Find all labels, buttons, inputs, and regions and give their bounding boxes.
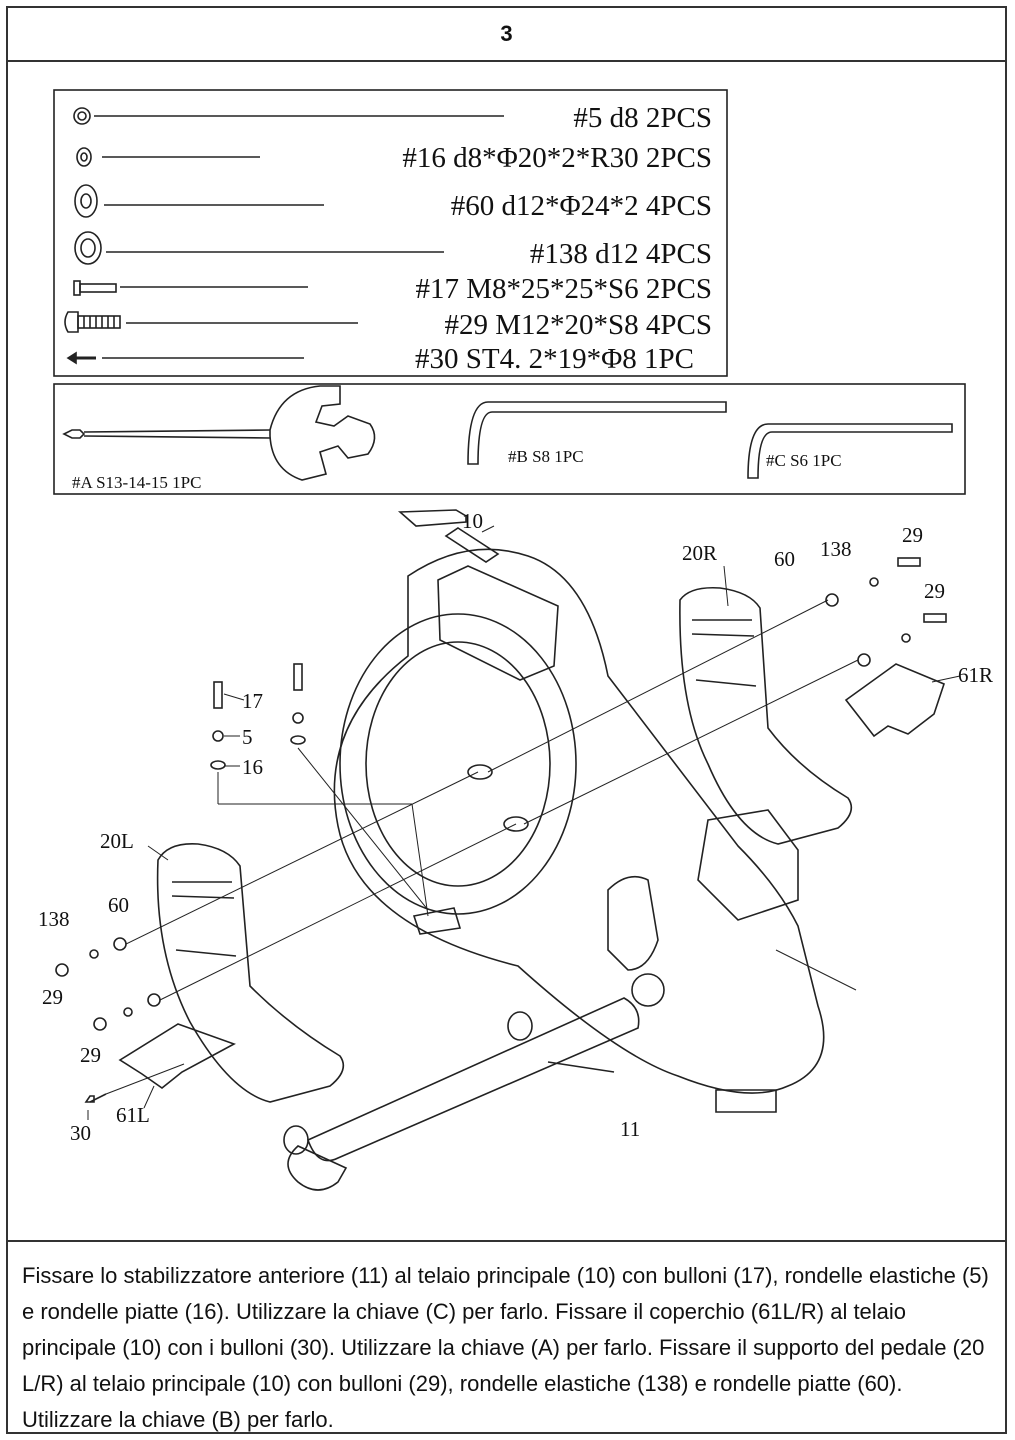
parts-list-item: #16 d8*Φ20*2*R30 2PCS [402, 142, 712, 174]
combination-wrench-icon [62, 385, 376, 481]
callout-20r: 20R [682, 541, 717, 565]
allen-key-s6-icon [747, 423, 953, 479]
callout-11: 11 [620, 1117, 640, 1141]
instructions-text: Fissare lo stabilizzatore anteriore (11)… [22, 1263, 989, 1432]
parts-list-item: #138 d12 4PCS [530, 238, 712, 270]
parts-list-item: #30 ST4. 2*19*Φ8 1PC [415, 343, 694, 375]
parts-list-item: #29 M12*20*S8 4PCS [444, 309, 712, 341]
pedal-left-drawing [156, 843, 345, 1103]
tools-box [53, 383, 966, 495]
hardware-left-upper [210, 663, 306, 770]
pedal-right-drawing [679, 586, 853, 845]
callout-138: 138 [38, 907, 70, 931]
ring-washer-icon [74, 231, 102, 265]
callout-138: 138 [820, 537, 852, 561]
spring-washer-icon [73, 107, 91, 125]
callout-29: 29 [902, 523, 923, 547]
callout-61r: 61R [958, 663, 993, 687]
callout-60: 60 [108, 893, 129, 917]
instructions-panel: Fissare lo stabilizzatore anteriore (11)… [8, 1240, 1005, 1436]
parts-list-item: #60 d12*Φ24*2 4PCS [451, 190, 712, 222]
cover-right-drawing [844, 663, 945, 738]
callout-29: 29 [80, 1043, 101, 1067]
callout-10: 10 [462, 509, 483, 533]
bolt-m12-icon [64, 311, 121, 333]
allen-key-s8-icon [467, 401, 727, 465]
callout-61l: 61L [116, 1103, 150, 1127]
assembly-diagram: #5 d8 2PCS #16 d8*Φ20*2*R30 2PCS #60 d12… [38, 89, 993, 1191]
cover-left-drawing [118, 1023, 236, 1089]
front-stabilizer-drawing [283, 997, 640, 1191]
parts-list-box [53, 89, 728, 377]
callout-29: 29 [42, 985, 63, 1009]
parts-list-item: #5 d8 2PCS [573, 102, 712, 134]
callout-5: 5 [242, 725, 253, 749]
callout-60: 60 [774, 547, 795, 571]
instruction-page: 3 [6, 6, 1007, 1434]
screw-icon [66, 351, 96, 365]
callout-17: 17 [242, 689, 263, 713]
hardware-left [55, 937, 161, 1103]
callout-30: 30 [70, 1121, 91, 1145]
assembly-drawing: #5 d8 2PCS #16 d8*Φ20*2*R30 2PCS #60 d12… [8, 60, 1005, 1240]
bolt-m8-icon [73, 280, 117, 296]
tool-label-a: #A S13-14-15 1PC [72, 473, 201, 492]
flat-washer-icon [76, 147, 92, 167]
callout-20l: 20L [100, 829, 134, 853]
large-washer-icon [74, 184, 98, 218]
tool-label-c: #C S6 1PC [766, 451, 842, 470]
parts-list-item: #17 M8*25*25*S6 2PCS [415, 273, 712, 305]
callout-16: 16 [242, 755, 263, 779]
hardware-right [825, 557, 947, 667]
callout-29: 29 [924, 579, 945, 603]
assembly-lines [87, 525, 961, 1120]
step-number: 3 [8, 8, 1005, 62]
main-frame-drawing [333, 509, 825, 1113]
tool-label-b: #B S8 1PC [508, 447, 584, 466]
